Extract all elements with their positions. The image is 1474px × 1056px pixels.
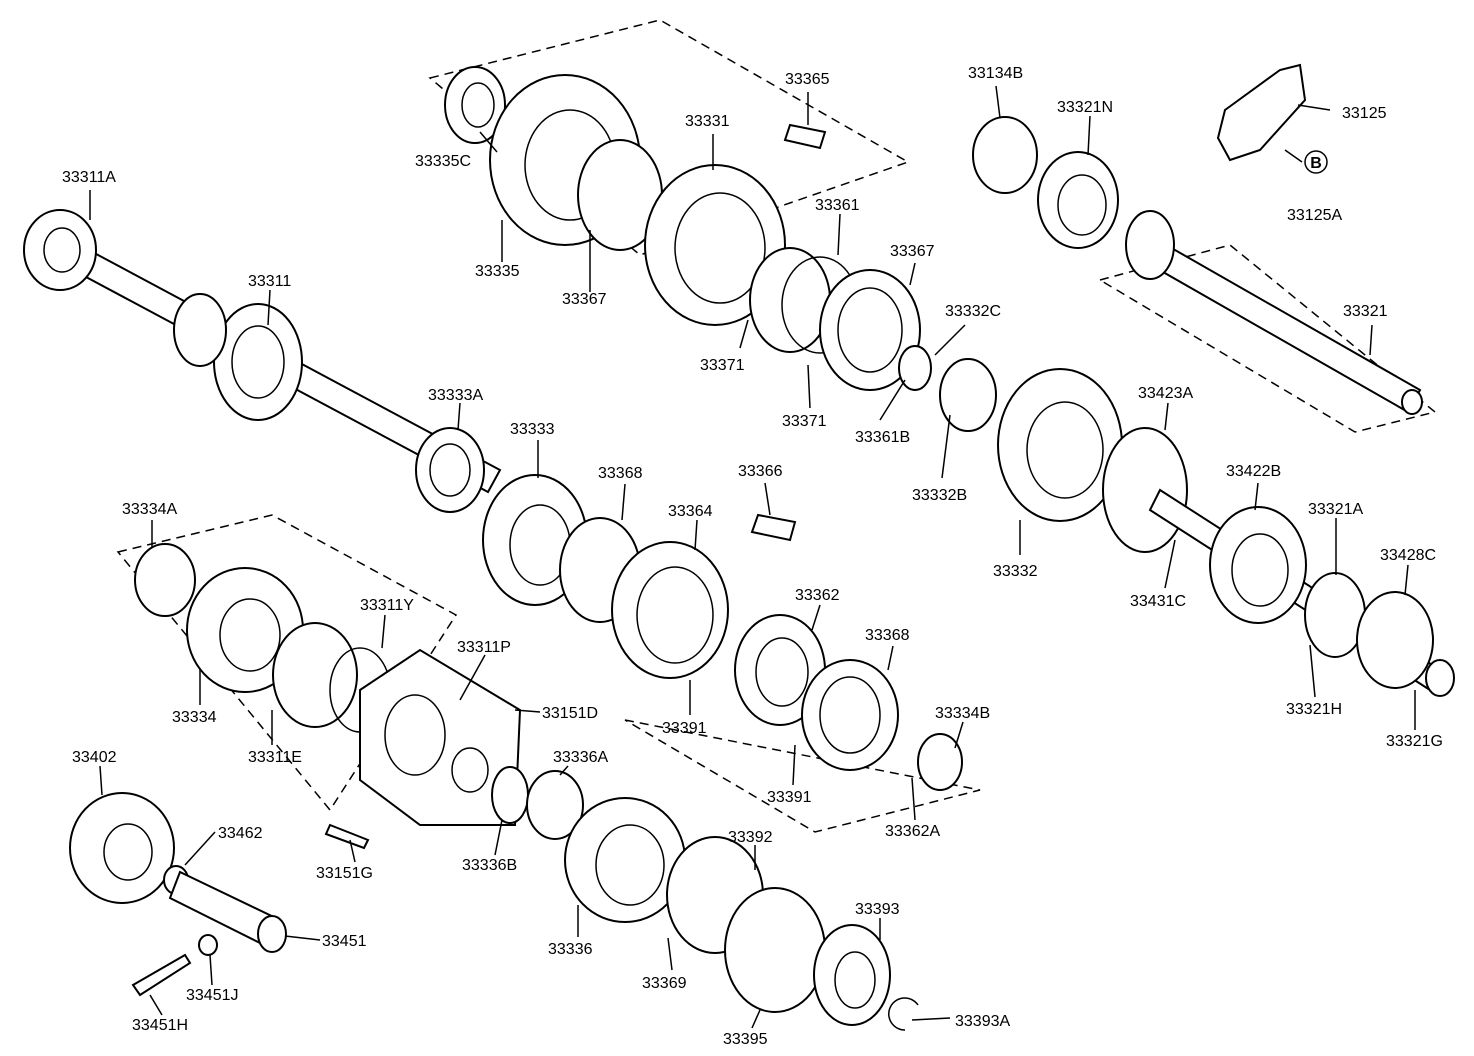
part-label: 33334 xyxy=(172,709,217,726)
part-label: 33311E xyxy=(248,749,302,766)
part-label: 33366 xyxy=(738,463,783,480)
part-label: 33365 xyxy=(785,71,830,88)
part-label: 33362 xyxy=(795,587,840,604)
callout-b-letter: B xyxy=(1310,155,1322,172)
part-label: 33332B xyxy=(912,487,967,504)
part-label: 33332C xyxy=(945,303,1001,320)
countershaft-gear-group xyxy=(898,345,1455,697)
part-label: 33335 xyxy=(475,263,520,280)
part-label: 33331 xyxy=(685,113,730,130)
part-label: 33336 xyxy=(548,941,593,958)
part-label: 33333 xyxy=(510,421,555,438)
part-label: 33321A xyxy=(1308,501,1363,518)
lower-left-group xyxy=(134,543,584,840)
part-label: 33393A xyxy=(955,1013,1010,1030)
part-label: 33368 xyxy=(598,465,643,482)
part-label: 33451H xyxy=(132,1017,188,1034)
part-label: 33451 xyxy=(322,933,367,950)
output-shaft-group: B xyxy=(972,63,1423,415)
part-label: 33431C xyxy=(1130,593,1186,610)
leader-lines xyxy=(89,85,1416,1029)
part-label: 33311P xyxy=(457,639,511,656)
part-label: 33392 xyxy=(728,829,773,846)
part-label: 33391 xyxy=(767,789,812,806)
part-label: 33125 xyxy=(1342,105,1387,122)
part-label: 33367 xyxy=(562,291,607,308)
part-label: 33134B xyxy=(968,65,1023,82)
part-label: 33321G xyxy=(1386,733,1443,750)
part-label: 33311A xyxy=(62,169,116,186)
part-label: 33334A xyxy=(122,501,177,518)
part-label: 33321H xyxy=(1286,701,1342,718)
part-label: 33367 xyxy=(890,243,935,260)
part-label: 33369 xyxy=(642,975,687,992)
part-label: 33151D xyxy=(542,705,598,722)
part-label: 33321N xyxy=(1057,99,1113,116)
bottom-gear-group xyxy=(564,797,919,1031)
part-label: 33451J xyxy=(186,987,239,1004)
part-label: 33391 xyxy=(662,720,707,737)
part-label: 33371 xyxy=(700,357,745,374)
part-label: 33151G xyxy=(316,865,373,882)
part-label: 33334B xyxy=(935,705,990,722)
part-label: 33332 xyxy=(993,563,1038,580)
part-label: 33462 xyxy=(218,825,263,842)
part-label: 33311Y xyxy=(360,597,414,614)
part-label: 33423A xyxy=(1138,385,1193,402)
part-label: 33393 xyxy=(855,901,900,918)
part-label: 33336A xyxy=(553,749,608,766)
part-label: 33402 xyxy=(72,749,117,766)
part-label: 33422B xyxy=(1226,463,1281,480)
part-label: 33361 xyxy=(815,197,860,214)
part-label: 33368 xyxy=(865,627,910,644)
part-label: 33371 xyxy=(782,413,827,430)
part-label: 33333A xyxy=(428,387,483,404)
idler-gear-assembly xyxy=(69,792,370,997)
lower-left-group-boundary xyxy=(116,514,458,812)
input-shaft xyxy=(23,209,502,513)
part-label: 33362A xyxy=(885,823,940,840)
part-labels: 33311A 33311 33335C 33335 33367 33331 33… xyxy=(62,65,1443,1048)
part-label: 33335C xyxy=(415,153,471,170)
upper-gear-group-boundary xyxy=(428,19,910,256)
part-label: 33428C xyxy=(1380,547,1436,564)
part-label: 33125A xyxy=(1287,207,1342,224)
part-label: 33336B xyxy=(462,857,517,874)
callout-b-circle xyxy=(1304,150,1328,174)
part-label: 33321 xyxy=(1343,303,1388,320)
part-label: 33395 xyxy=(723,1031,768,1048)
middle-gear-group-boundary xyxy=(624,719,981,833)
part-label: 33361B xyxy=(855,429,910,446)
upper-gear-group xyxy=(444,66,921,391)
part-label: 33311 xyxy=(248,273,291,290)
middle-gear-group xyxy=(482,474,963,791)
part-label: 33364 xyxy=(668,503,713,520)
